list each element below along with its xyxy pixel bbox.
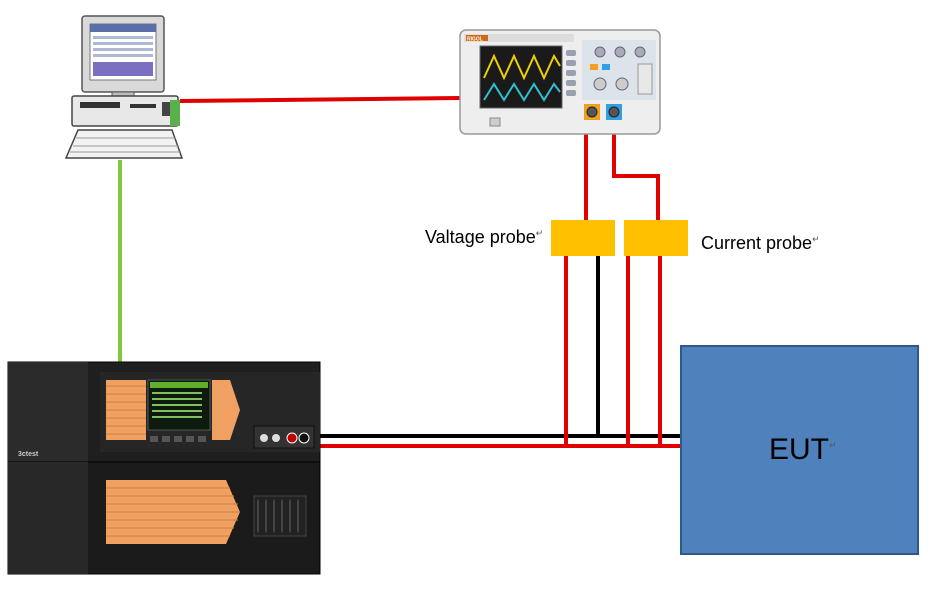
power-source-icon: 3ctest: [7, 361, 321, 575]
eut-text: EUT: [769, 433, 829, 466]
scope-brand: RIGOL: [467, 37, 483, 43]
return-mark: ↵: [829, 440, 837, 450]
source-brand: 3ctest: [18, 451, 39, 458]
return-mark: ↵: [812, 234, 820, 244]
computer-icon: [64, 15, 184, 159]
voltage-probe-text: Valtage probe: [425, 227, 536, 247]
pc-scope-cable: [179, 96, 461, 103]
scope-ch2-lead: [612, 118, 660, 222]
current-probe-text: Current probe: [701, 233, 813, 253]
current-probe: [624, 220, 688, 256]
eut-box: [680, 345, 919, 555]
voltage-probe: [551, 220, 615, 256]
oscilloscope-icon: RIGOL: [459, 29, 661, 135]
eut-label: EUT↵: [769, 433, 837, 467]
current-probe-label: Current probe↵: [701, 233, 820, 254]
return-mark: ↵: [535, 228, 544, 238]
voltage-probe-label: Valtage probe↵: [425, 227, 543, 248]
